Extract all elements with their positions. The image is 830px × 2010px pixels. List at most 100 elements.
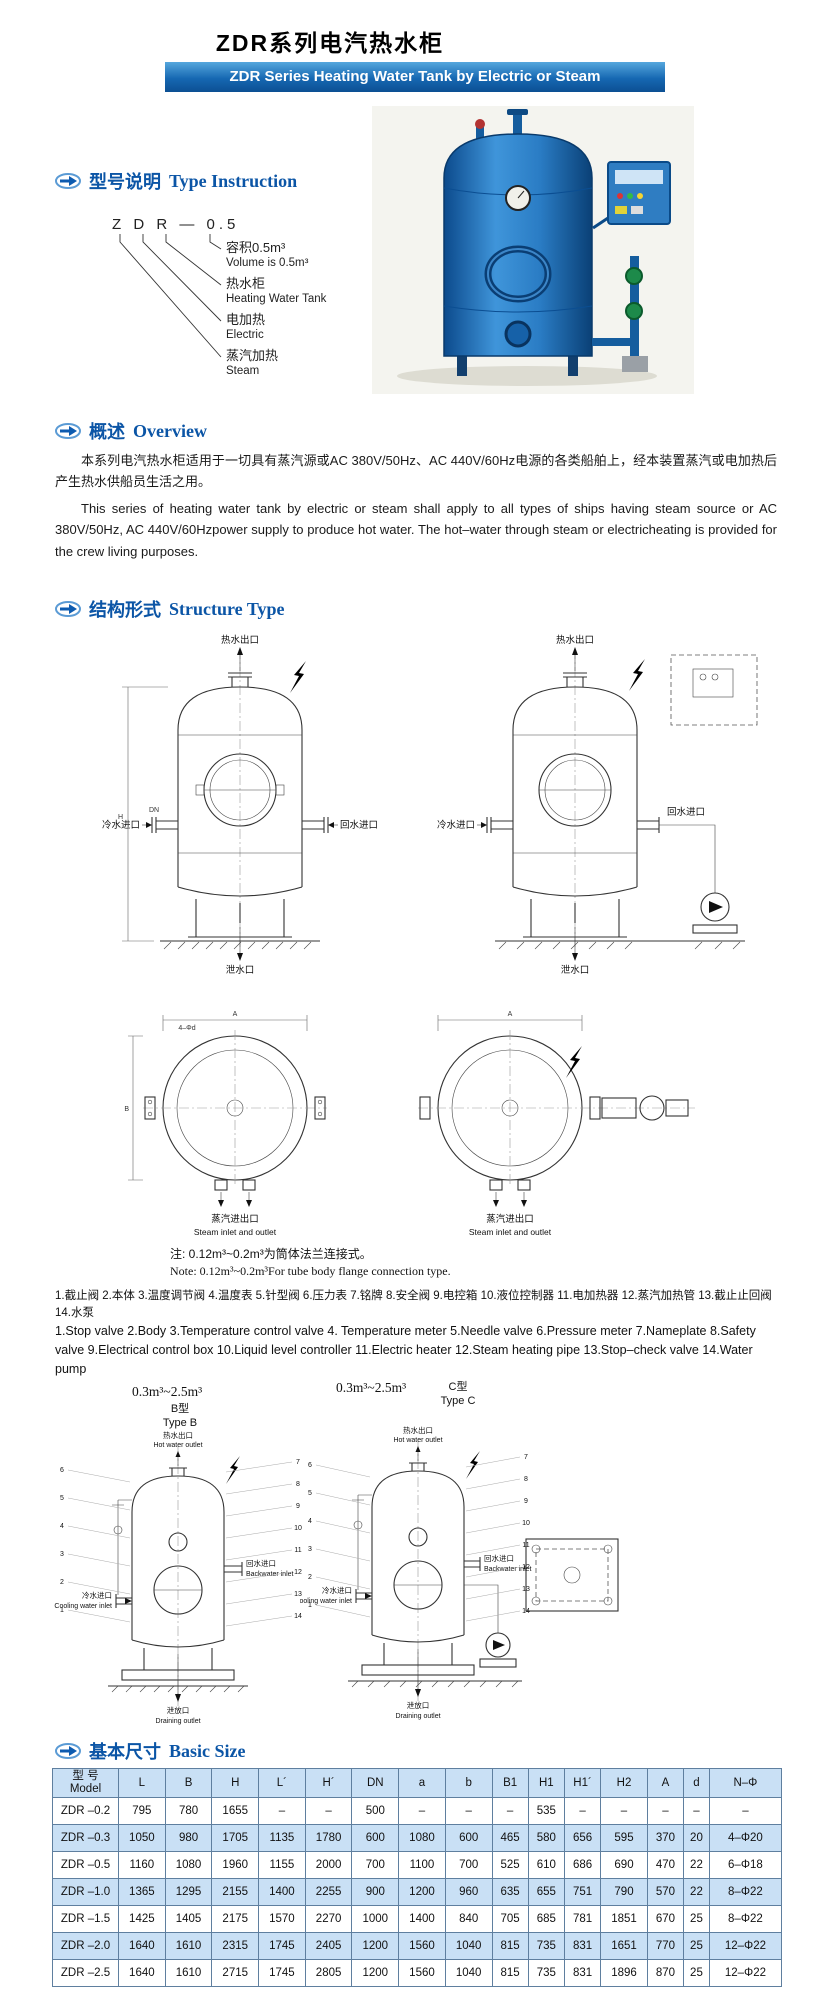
part-number-label: 4	[60, 1523, 64, 1530]
part-number-label: 13	[294, 1591, 302, 1598]
legend-cn: 电加热	[226, 312, 266, 327]
value-cell: –	[258, 1797, 306, 1826]
backwater-inlet-label: 回水进口	[667, 806, 705, 818]
value-cell: 12–Φ22	[708, 1959, 783, 1988]
value-cell: 815	[491, 1959, 529, 1988]
part-number-label: 12	[294, 1569, 302, 1576]
heading-en: Type Instruction	[169, 170, 298, 191]
legend-cn: 容积0.5m³	[226, 240, 286, 255]
value-cell: 656	[563, 1824, 602, 1853]
model-cell: ZDR –0.2	[52, 1797, 119, 1826]
model-designation-diagram: Z D R — 0.5 容积0.5m³ Volume is 0.5m³ 热水柜 …	[100, 212, 530, 390]
value-cell: 655	[527, 1878, 565, 1907]
structure-topview-drawings: 蒸汽进出口 Steam inlet and outlet A 4–Φd B 蒸汽…	[124, 1011, 695, 1237]
cooling-water-inlet-label-en: Cooling water inlet	[54, 1603, 112, 1610]
value-cell: 980	[164, 1824, 213, 1853]
cold-water-inlet-label: 冷水进口	[102, 819, 140, 831]
leader-line	[465, 1566, 521, 1578]
value-cell: 2805	[304, 1959, 353, 1988]
col-header: H´	[304, 1767, 353, 1799]
leader-line	[67, 1609, 131, 1623]
heading-cn: 基本尺寸	[89, 1742, 161, 1762]
type-b-drawing: 热水出口 Hot water outlet 回水进口 Backwater inl…	[54, 1430, 302, 1725]
structure-elevation-drawings: 热水出口 DN 冷水进口 回水进口 泄水口 H	[102, 634, 758, 976]
type-c-range-label: 0.3m³~2.5m³	[336, 1380, 407, 1395]
value-cell: 1655	[211, 1797, 260, 1826]
flange-note-en: Note: 0.12m³~0.2m³For tube body flange c…	[170, 1264, 451, 1279]
leader-line	[315, 1604, 371, 1618]
value-cell: 8–Φ22	[708, 1878, 783, 1907]
col-header: DN	[351, 1767, 400, 1799]
drain-outlet-label: 泄水口	[226, 964, 255, 976]
parts-list-en: 1.Stop valve 2.Body 3.Temperature contro…	[55, 1324, 756, 1376]
value-cell: 780	[164, 1797, 213, 1826]
banner-text: ZDR Series Heating Water Tank by Electri…	[229, 68, 601, 85]
value-cell: 700	[351, 1851, 400, 1880]
type-b-label-cn: B型	[170, 1403, 190, 1415]
col-header: H1	[527, 1767, 565, 1799]
mounting-flange-detail	[525, 1538, 619, 1612]
value-cell: 2255	[304, 1878, 353, 1907]
value-cell: 1295	[164, 1878, 213, 1907]
value-cell: 2175	[211, 1905, 260, 1934]
leader-line	[465, 1456, 521, 1468]
dim-b-label: B	[124, 1106, 129, 1113]
legend-cn: 热水柜	[226, 276, 266, 291]
part-number-label: 7	[296, 1459, 300, 1466]
value-cell: 1160	[118, 1851, 166, 1880]
value-cell: 1745	[258, 1959, 306, 1988]
part-number-label: 11	[294, 1547, 301, 1554]
value-cell: 751	[563, 1878, 602, 1907]
legend-en: Steam	[226, 365, 260, 378]
type-c-label-en: Type C	[440, 1395, 476, 1408]
col-header: B	[164, 1767, 213, 1799]
steam-inlet-outlet-label-en: Steam inlet and outlet	[469, 1227, 552, 1237]
backwater-inlet-label-en: Backwater inlet	[246, 1571, 294, 1578]
legend-item-electric: 电加热 Electric	[226, 312, 265, 343]
legend-cn: 蒸汽加热	[226, 348, 279, 363]
value-cell: 1851	[600, 1905, 648, 1934]
value-cell: 6–Φ18	[708, 1851, 783, 1880]
type-b-range-label: 0.3m³~2.5m³	[132, 1384, 203, 1399]
bolt-note-label: 4–Φd	[178, 1025, 195, 1032]
backwater-inlet-label: 回水进口	[246, 1558, 276, 1568]
part-number-label: 1	[60, 1607, 64, 1614]
overview-paragraph-en: This series of heating water tank by ele…	[55, 501, 777, 559]
draining-outlet-label-en: Draining outlet	[395, 1713, 440, 1720]
value-cell: 960	[444, 1878, 493, 1907]
value-cell: 635	[491, 1878, 529, 1907]
product-photo-image	[372, 106, 694, 394]
dim-a-label: A	[508, 1011, 513, 1018]
heading-en: Structure Type	[169, 598, 285, 619]
value-cell: 831	[563, 1959, 602, 1988]
value-cell: 1000	[351, 1905, 400, 1934]
part-number-label: 3	[308, 1546, 312, 1553]
value-cell: –	[491, 1797, 529, 1826]
value-cell: 1705	[211, 1824, 260, 1853]
col-header: A	[646, 1767, 685, 1799]
value-cell: –	[444, 1797, 493, 1826]
leader-line	[67, 1469, 131, 1483]
part-number-label: 7	[524, 1454, 528, 1461]
value-cell: 1200	[351, 1932, 400, 1961]
value-cell: 735	[527, 1959, 565, 1988]
leader-line	[465, 1478, 521, 1490]
value-cell: 22	[683, 1851, 710, 1880]
leader-line	[465, 1500, 521, 1512]
steam-inlet-outlet-label-cn: 蒸汽进出口	[211, 1213, 259, 1225]
type-c-label: C型 Type C	[428, 1380, 488, 1409]
value-cell: 1040	[444, 1959, 493, 1988]
dim-a-label: A	[233, 1011, 238, 1018]
part-number-label: 3	[60, 1551, 64, 1558]
section-heading-overview: 概述 Overview	[55, 418, 207, 444]
value-cell: 781	[563, 1905, 602, 1934]
value-cell: 470	[646, 1851, 685, 1880]
col-header: a	[398, 1767, 446, 1799]
leader-line	[67, 1497, 131, 1511]
value-cell: 610	[527, 1851, 565, 1880]
col-header: d	[683, 1767, 710, 1799]
hot-water-outlet-label: 热水出口	[403, 1425, 433, 1435]
